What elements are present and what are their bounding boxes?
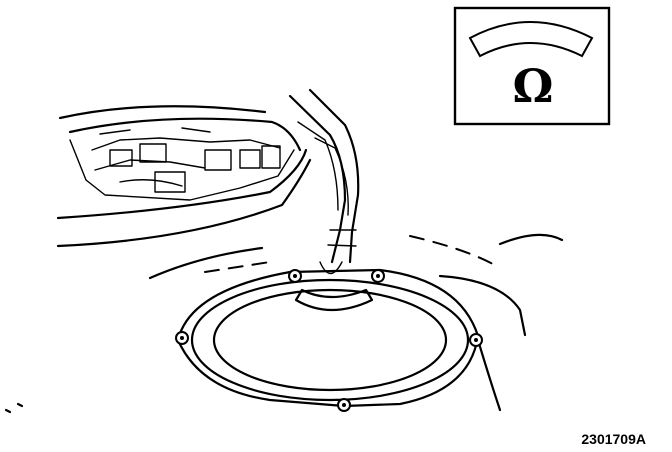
speaker-terminal (294, 288, 374, 312)
ohm-symbol: Ω (513, 59, 554, 113)
dashboard-panel (56, 105, 312, 248)
figure-reference-number: 2301709A (581, 431, 646, 447)
floor-contours (4, 233, 564, 414)
speaker-assembly (175, 261, 483, 412)
speaker-cone (212, 288, 448, 392)
speaker-frame-inner (190, 278, 470, 402)
meter-scale-arc (468, 21, 594, 58)
wiring-harness (288, 88, 360, 264)
ohmmeter-inset: Ω (453, 6, 611, 126)
